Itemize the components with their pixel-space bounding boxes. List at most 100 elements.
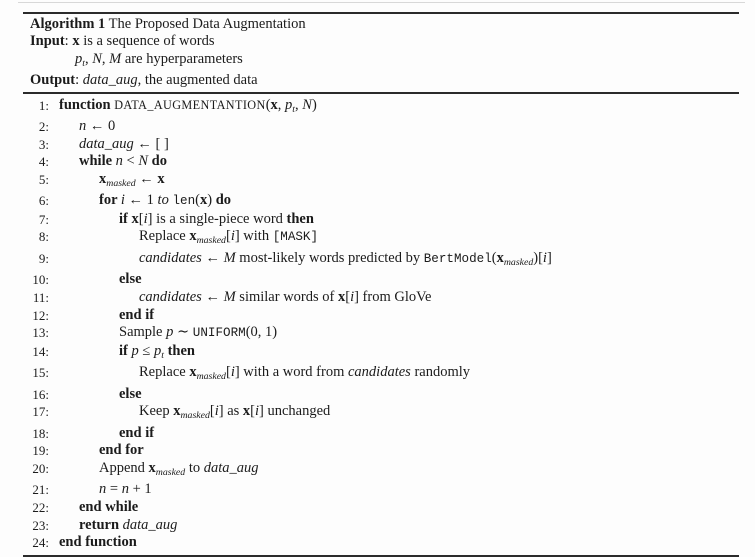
header-line: Input: x is a sequence of words (23, 33, 739, 51)
code-segment: , (84, 50, 93, 67)
code-segment: randomly (410, 364, 471, 381)
code-segment: ] unchanged (259, 403, 331, 420)
code-segment: [ (138, 210, 144, 227)
line-number: 1: (38, 97, 49, 113)
code-segment: Replace (139, 364, 190, 381)
code-segment: then (286, 210, 314, 227)
caption-title: The Proposed Data Augmentation (105, 16, 306, 32)
caption-label: Algorithm 1 (30, 16, 106, 32)
code-segment: i (542, 249, 547, 266)
code-segment: candidates (139, 249, 202, 266)
code-segment: masked (106, 177, 136, 189)
code-segment: DATA_AUGMENTANTION (114, 97, 266, 112)
code-segment: p (75, 50, 83, 67)
code-segment: ] with a word from (234, 364, 348, 381)
code-segment: end if (119, 306, 155, 323)
code-segment: i (214, 403, 219, 420)
code-text: if x[i] is a single-piece word then (59, 211, 314, 229)
algorithm-line: 22:end while (23, 499, 739, 517)
code-segment: end if (119, 424, 155, 441)
code-text: n ← 0 (59, 118, 115, 136)
algorithm-line: 1:function DATA_AUGMENTANTION(x, pt, N) (23, 97, 739, 119)
code-segment: else (119, 271, 142, 288)
algorithm-line: 10:else (23, 271, 739, 289)
algorithm-line: 19:end for (23, 442, 739, 460)
code-segment: data_aug (79, 135, 134, 152)
algorithm-line: 16:else (23, 386, 739, 404)
code-segment: t (292, 103, 296, 115)
code-segment: M (223, 288, 236, 305)
line-number: 24: (32, 535, 49, 551)
line-number: 13: (32, 325, 49, 341)
code-segment: data_aug (82, 72, 138, 88)
algorithm-line: 4:while n < N do (23, 153, 739, 171)
code-segment: i (230, 228, 235, 245)
code-segment: for (99, 192, 121, 209)
line-number: 8: (38, 229, 49, 245)
code-segment: to (185, 459, 204, 476)
algorithm-line: 9:candidates ← M most-likely words predi… (23, 250, 739, 272)
code-segment: do (148, 153, 167, 170)
code-segment: ← 1 (124, 192, 158, 209)
line-number: 2: (38, 119, 49, 135)
code-text: Replace xmasked[i] with [MASK] (59, 228, 318, 250)
code-segment: [ (250, 403, 255, 420)
code-text: n = n + 1 (59, 481, 152, 499)
code-segment: Input (30, 33, 65, 49)
algorithm-line: 6:for i ← 1 to len(x) do (23, 192, 739, 211)
code-segment: BertModel (423, 251, 492, 266)
algorithm-line: 20:Append xmasked to data_aug (23, 460, 739, 482)
code-segment: x (131, 210, 139, 227)
code-segment: ] from GloVe (354, 288, 432, 305)
header-line: pt, N, M are hyperparameters (23, 51, 739, 73)
code-segment: Append (99, 459, 149, 476)
algorithm-line: 18: end if (23, 425, 739, 443)
code-segment: x (270, 96, 278, 113)
algorithm-line: 12:end if (23, 307, 739, 325)
line-number: 20: (32, 460, 49, 476)
code-segment: while (79, 153, 116, 170)
code-segment: [ (225, 364, 231, 381)
code-segment: x (173, 403, 181, 420)
code-segment: ( (265, 96, 271, 113)
code-segment: candidates (139, 288, 202, 305)
code-segment: t (161, 349, 164, 361)
line-number: 17: (32, 404, 49, 420)
algorithm-line: 24:end function (23, 534, 739, 552)
code-segment: , (277, 96, 286, 113)
code-segment: ← (201, 288, 224, 305)
code-segment: : (64, 33, 73, 49)
code-segment: N (138, 153, 149, 170)
code-segment: ← 0 (86, 118, 116, 135)
line-number: 21: (32, 482, 49, 498)
code-segment: then (163, 342, 195, 359)
code-segment: i (255, 403, 260, 420)
algorithm-line: 17:Keep xmasked[i] as x[i] unchanged (23, 403, 739, 425)
code-segment: + 1 (128, 481, 152, 498)
algorithm-line: 14:if p ≤ pt then (23, 343, 739, 365)
code-segment: ) (207, 192, 216, 209)
line-number: 9: (38, 250, 49, 266)
line-number: 4: (38, 154, 49, 170)
code-segment: , the augmented data (137, 72, 258, 88)
algorithm-body: 1:function DATA_AUGMENTANTION(x, pt, N)2… (23, 97, 739, 552)
code-text: end if (59, 425, 154, 443)
mid-rule (23, 92, 739, 94)
code-segment: masked (180, 410, 210, 422)
code-segment: ← (201, 249, 224, 266)
code-segment: M (109, 50, 122, 67)
algorithm-line: 15:Replace xmasked[i] with a word from c… (23, 364, 739, 386)
line-number: 18: (32, 425, 49, 441)
code-segment: else (119, 385, 142, 402)
code-segment: x (496, 249, 504, 266)
algorithm-line: 21: n = n + 1 (23, 481, 739, 499)
line-number: 14: (32, 343, 49, 359)
code-segment: to (157, 192, 169, 209)
scan-artifact-line (18, 2, 745, 3)
code-segment: t (82, 57, 85, 69)
code-segment: candidates (348, 364, 411, 381)
code-segment: x (242, 403, 251, 420)
code-segment: : (75, 72, 83, 88)
code-segment: ] (546, 249, 552, 266)
